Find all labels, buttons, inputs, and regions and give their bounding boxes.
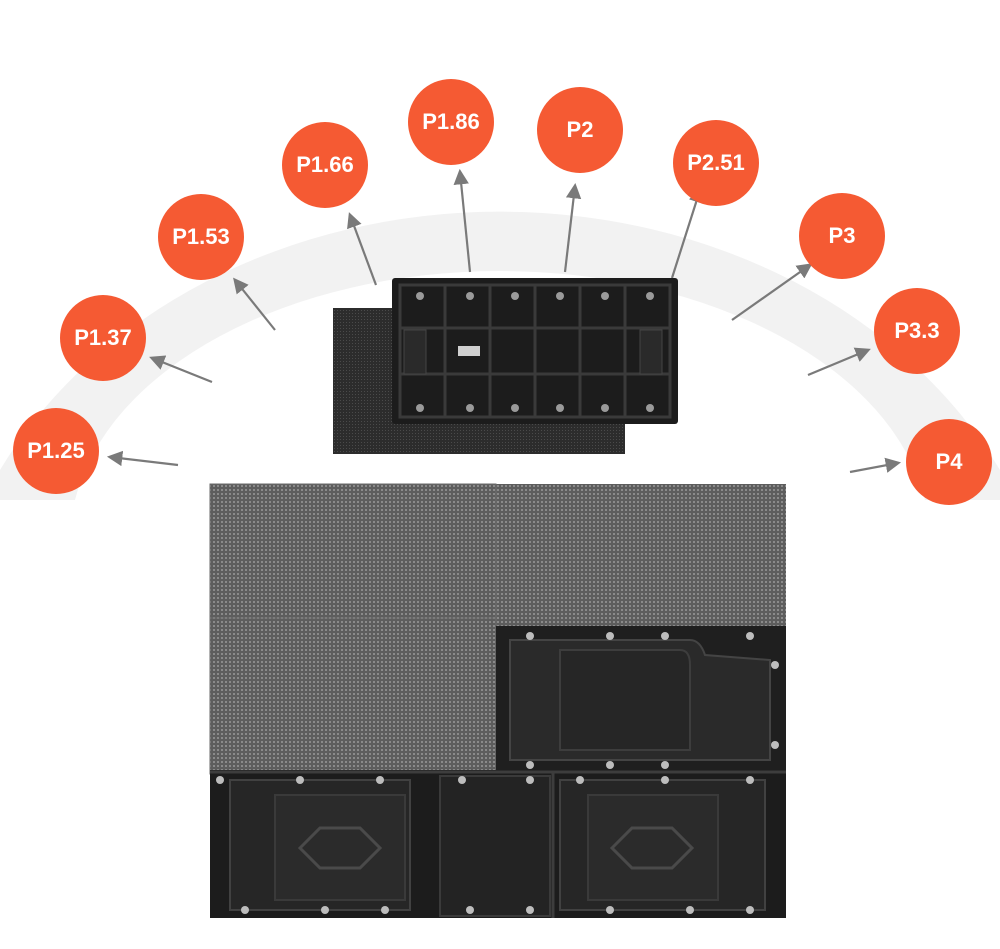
pitch-badge: P1.66 (282, 122, 368, 208)
small-led-module (333, 278, 678, 454)
pitch-label: P2.51 (687, 150, 745, 175)
pitch-arrows (106, 168, 902, 474)
pitch-badge: P3.3 (874, 288, 960, 374)
pitch-label: P1.53 (172, 224, 230, 249)
pitch-label: P1.25 (27, 438, 85, 463)
pitch-label: P3.3 (894, 318, 940, 343)
pitch-badge: P4 (906, 419, 992, 505)
pitch-badge: P2 (537, 87, 623, 173)
pitch-badge: P3 (799, 193, 885, 279)
pitch-badge: P1.86 (408, 79, 494, 165)
pitch-badge: P1.53 (158, 194, 244, 280)
pitch-label: P2 (566, 117, 594, 142)
pitch-label: P1.66 (296, 152, 354, 177)
background-arc (0, 211, 1000, 500)
pitch-badge: P1.25 (13, 408, 99, 494)
pitch-label: P1.86 (422, 109, 480, 134)
pitch-badge: P1.37 (60, 295, 146, 381)
pitch-label: P4 (935, 449, 963, 474)
pitch-label: P3 (828, 223, 856, 248)
pitch-badge: P2.51 (673, 120, 759, 206)
pitch-label: P1.37 (74, 325, 132, 350)
large-led-cabinet (209, 483, 786, 918)
